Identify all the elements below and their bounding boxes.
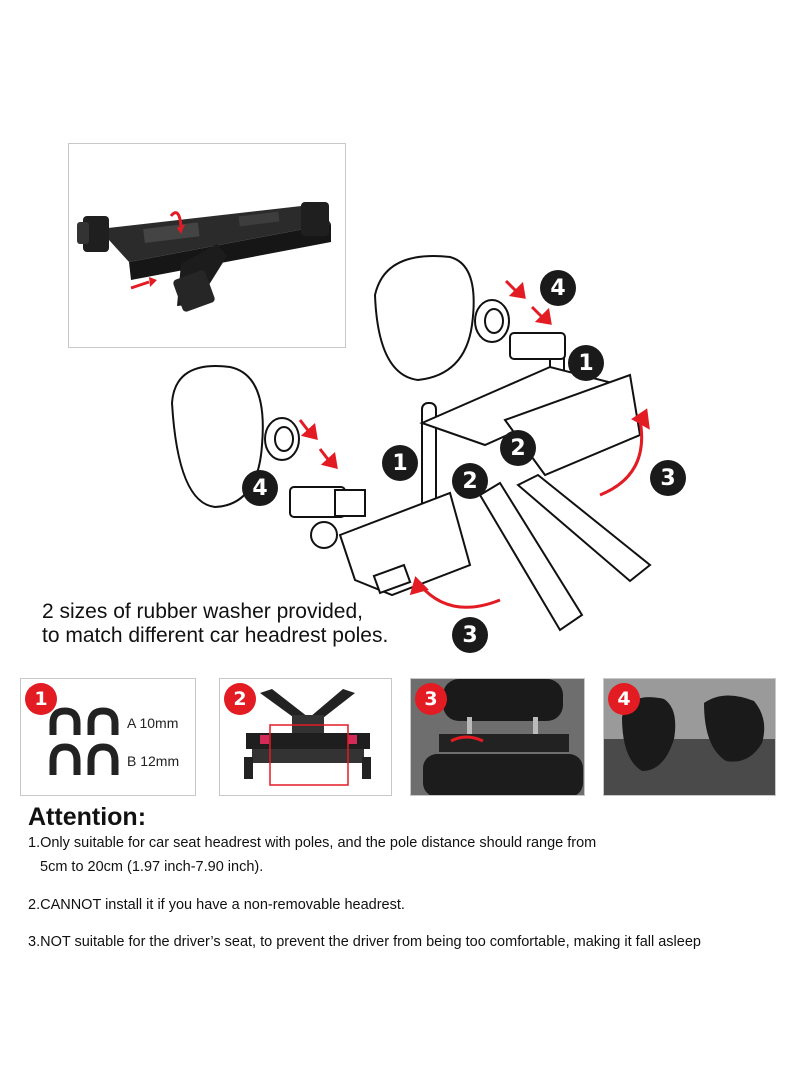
step-badge-4: 4 bbox=[540, 270, 576, 306]
step-badge-3: 3 bbox=[452, 617, 488, 653]
step-badge-3: 3 bbox=[415, 683, 447, 715]
step-panel-bracket: 2 bbox=[219, 678, 392, 796]
mount-bracket-icon bbox=[244, 689, 371, 786]
mount-bracket-icon bbox=[77, 202, 331, 312]
headrest-icon bbox=[373, 255, 475, 382]
step-badge-1: 1 bbox=[25, 683, 57, 715]
step-badge-3: 3 bbox=[650, 460, 686, 496]
step-badge-4: 4 bbox=[242, 470, 278, 506]
washer-size-a: A 10mm bbox=[127, 715, 179, 731]
exploded-view-illustration bbox=[170, 255, 652, 632]
washer-note: 2 sizes of rubber washer provided, to ma… bbox=[42, 600, 388, 648]
step-badge-2: 2 bbox=[224, 683, 256, 715]
attention-title: Attention: bbox=[28, 803, 147, 831]
step-badge-4: 4 bbox=[608, 683, 640, 715]
step-panel-mounted: 3 bbox=[410, 678, 585, 796]
attention-note-1: 1.Only suitable for car seat headrest wi… bbox=[28, 835, 597, 851]
step-panel-washers: 1 A 10mm B 12mm bbox=[20, 678, 196, 796]
attention-note-2: 2.CANNOT install it if you have a non-re… bbox=[28, 897, 405, 913]
step-badge-2: 2 bbox=[500, 430, 536, 466]
installation-diagram: 1 1 2 2 3 3 4 4 bbox=[150, 235, 710, 655]
step-badge-1: 1 bbox=[568, 345, 604, 381]
product-photo bbox=[68, 143, 346, 348]
washer-note-line-2: to match different car headrest poles. bbox=[42, 624, 389, 647]
headrest-icon bbox=[170, 365, 264, 509]
step-panel-headrest: 4 bbox=[603, 678, 776, 796]
attention-note-3: 3.NOT suitable for the driver’s seat, to… bbox=[28, 934, 701, 950]
washer-size-b: B 12mm bbox=[127, 753, 180, 769]
mounted-headrest-photo bbox=[411, 679, 584, 795]
attention-note-1-continued: 5cm to 20cm (1.97 inch-7.90 inch). bbox=[40, 859, 264, 875]
step-badge-2: 2 bbox=[452, 463, 488, 499]
step-badge-1: 1 bbox=[382, 445, 418, 481]
washer-note-line-1: 2 sizes of rubber washer provided, bbox=[42, 600, 363, 623]
washer-icon bbox=[49, 707, 119, 775]
